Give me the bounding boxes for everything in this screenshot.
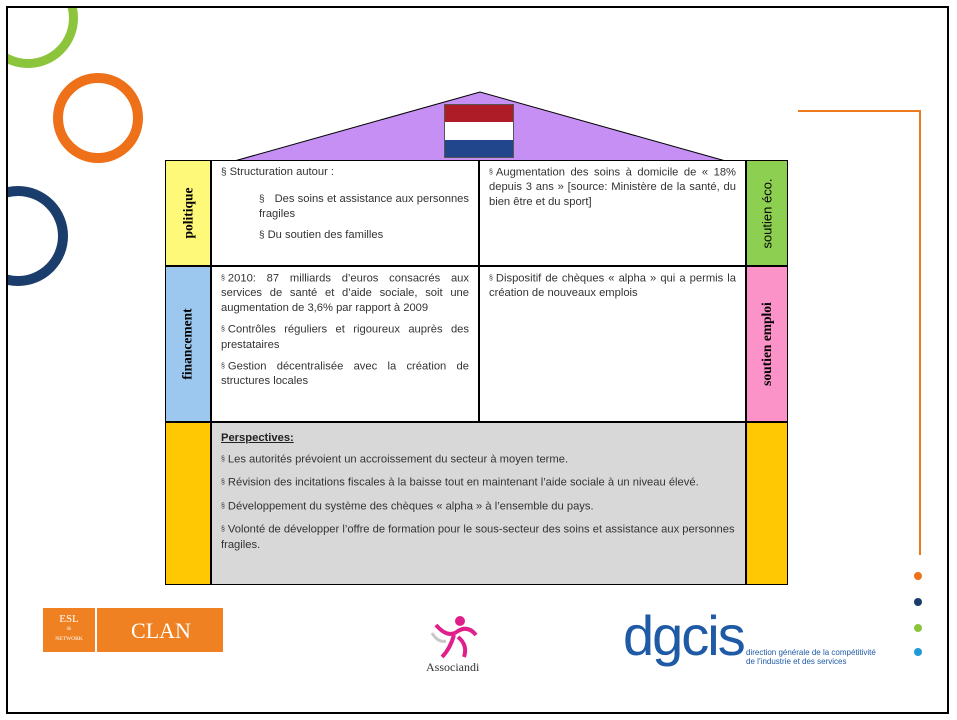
clan-wordmark: CLAN — [131, 618, 191, 643]
orange-dot — [914, 572, 922, 580]
perspectives-box: Perspectives: §Les autorités prévoient u… — [211, 422, 746, 585]
cell-text: Gestion décentralisée avec la création d… — [221, 360, 469, 388]
slide: politique financement soutien éco. souti… — [6, 6, 949, 714]
cell-politique-structuration: §Structuration autour : §Des soins et as… — [211, 160, 479, 266]
cell-text: Dispositif de chèques « alpha » qui a pe… — [489, 272, 736, 300]
perspective-item: Volonté de développer l’offre de formati… — [221, 523, 735, 551]
esl-network-wordmark: ESL & NETWORK — [55, 613, 83, 643]
pillar-label: soutien éco. — [759, 177, 775, 249]
associandi-wordmark: Associandi — [426, 660, 480, 674]
perspective-item: Révision des incitations fiscales à la b… — [227, 476, 699, 489]
pillar-label: soutien emploi — [759, 302, 775, 386]
logo-divider — [95, 608, 97, 652]
green-ring-decoration — [8, 8, 78, 68]
cell-text: Augmentation des soins à domicile de « 1… — [489, 166, 736, 209]
cell-text: Des soins et assistance aux personnes fr… — [259, 193, 469, 220]
green-dot — [914, 624, 922, 632]
perspective-item: Les autorités prévoient un accroissement… — [227, 453, 569, 466]
cell-soutien-eco-text: §Augmentation des soins à domicile de « … — [479, 160, 746, 266]
pillar-soutien-eco: soutien éco. — [746, 160, 788, 266]
cell-financement-text: §2010: 87 milliards d’euros consacrés au… — [211, 266, 479, 422]
pillar-base-right — [746, 422, 788, 585]
cell-soutien-emploi-text: §Dispositif de chèques « alpha » qui a p… — [479, 266, 746, 422]
pillar-label: politique — [180, 187, 196, 239]
dgcis-wordmark: dgcis — [623, 604, 746, 667]
perspectives-title: Perspectives: — [221, 432, 294, 444]
perspective-item: Développement du système des chèques « a… — [227, 500, 594, 513]
cell-text: Structuration autour : — [229, 166, 335, 178]
netherlands-flag-icon — [444, 104, 514, 158]
navy-ring-decoration — [8, 186, 68, 286]
associandi-figure-icon — [430, 616, 478, 659]
pillar-soutien-emploi: soutien emploi — [746, 266, 788, 422]
cell-text: Contrôles réguliers et rigoureux auprès … — [221, 323, 469, 351]
pillar-politique: politique — [165, 160, 211, 266]
orange-ring-decoration — [53, 73, 143, 163]
orange-rule-vertical — [919, 110, 921, 555]
pillar-financement: financement — [165, 266, 211, 422]
dgcis-tagline: direction générale de la compétitivité d… — [746, 648, 876, 666]
navy-dot — [914, 598, 922, 606]
esl-clan-logo: ESL & NETWORK CLAN — [43, 608, 223, 652]
cell-text: 2010: 87 milliards d’euros consacrés aux… — [221, 272, 469, 315]
blue-dot — [914, 648, 922, 656]
pillar-base-left — [165, 422, 211, 585]
cell-text: Du soutien des familles — [267, 229, 384, 241]
pillar-label: financement — [180, 308, 195, 380]
orange-rule-horizontal — [798, 110, 921, 112]
